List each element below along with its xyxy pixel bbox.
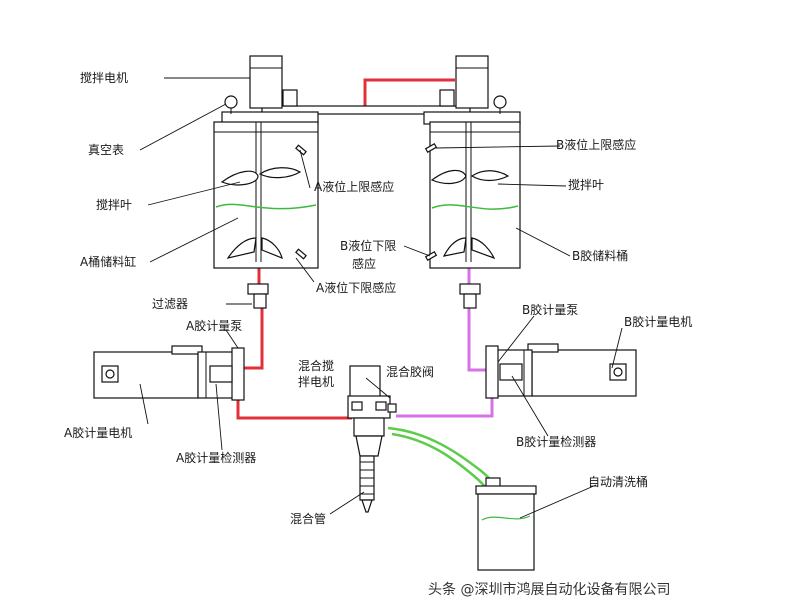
- label-b-lower-sensor-line2: 感应: [352, 256, 376, 271]
- a-pump-detector: [209, 365, 233, 383]
- mixing-head: [347, 365, 397, 513]
- a-blade-bottom: [226, 237, 257, 259]
- a-vacuum-gauge-icon: [224, 95, 238, 109]
- label-b-pump-motor: B胶计量电机: [624, 314, 692, 329]
- filter: [247, 283, 269, 295]
- watermark: 头条 @深圳市鸿展自动化设备有限公司: [428, 581, 670, 598]
- b-pump-assembly: [485, 343, 637, 399]
- b-pump: [485, 345, 499, 399]
- label-stir-blade-b: 搅拌叶: [568, 177, 604, 192]
- a-lower-sensor: [295, 248, 307, 260]
- label-b-lower-sensor-line1: B液位下限: [340, 238, 396, 253]
- b-lower-sensor: [424, 250, 438, 262]
- mix-motor: [349, 365, 381, 399]
- b-blade-bottom: [442, 237, 467, 257]
- label-a-upper-sensor: A液位上限感应: [314, 179, 394, 194]
- a-pump: [231, 347, 245, 401]
- label-vacuum-gauge: 真空表: [88, 143, 124, 157]
- b-tank-assembly: [423, 55, 521, 309]
- b-pump-detector: [499, 363, 523, 381]
- label-filter: 过滤器: [152, 297, 188, 311]
- b-upper-sensor: [424, 142, 438, 154]
- b-stir-motor: [455, 55, 489, 109]
- label-stir-motor: 搅拌电机: [80, 70, 128, 85]
- b-fluid-level: [431, 204, 519, 210]
- label-b-upper-sensor: B液位上限感应: [556, 137, 636, 152]
- leader-lines: [139, 77, 623, 519]
- a-stir-motor: [249, 55, 283, 109]
- b-blade-top: [430, 169, 467, 185]
- label-a-lower-sensor: A液位下限感应: [316, 280, 396, 295]
- a-fluid-level: [215, 203, 317, 210]
- label-a-pump: A胶计量泵: [186, 318, 242, 333]
- label-mix-valve: 混合胶阀: [386, 364, 434, 379]
- label-auto-clean-tank: 自动清洗桶: [588, 474, 648, 489]
- label-stir-blade-a: 搅拌叶: [96, 197, 132, 212]
- a-blade-top: [220, 170, 259, 186]
- label-mix-motor-line2: 拌电机: [298, 374, 334, 389]
- label-b-pump: B胶计量泵: [522, 302, 578, 317]
- label-a-pump-detector: A胶计量检测器: [176, 450, 256, 465]
- a-pump-assembly: [93, 345, 245, 401]
- a-tank-assembly: [213, 55, 319, 309]
- label-b-tank: B胶储料桶: [572, 248, 628, 263]
- b-vacuum-gauge-icon: [493, 95, 507, 109]
- label-b-pump-detector: B胶计量检测器: [516, 434, 596, 449]
- label-mixing-tube: 混合管: [290, 511, 326, 526]
- top-beam: [261, 105, 471, 115]
- label-mix-motor-line1: 混合搅: [298, 358, 334, 373]
- label-a-pump-motor: A胶计量电机: [64, 425, 132, 440]
- a-upper-sensor: [295, 144, 307, 156]
- label-a-tank: A桶储料缸: [80, 254, 136, 269]
- auto-clean-tank: [475, 477, 537, 571]
